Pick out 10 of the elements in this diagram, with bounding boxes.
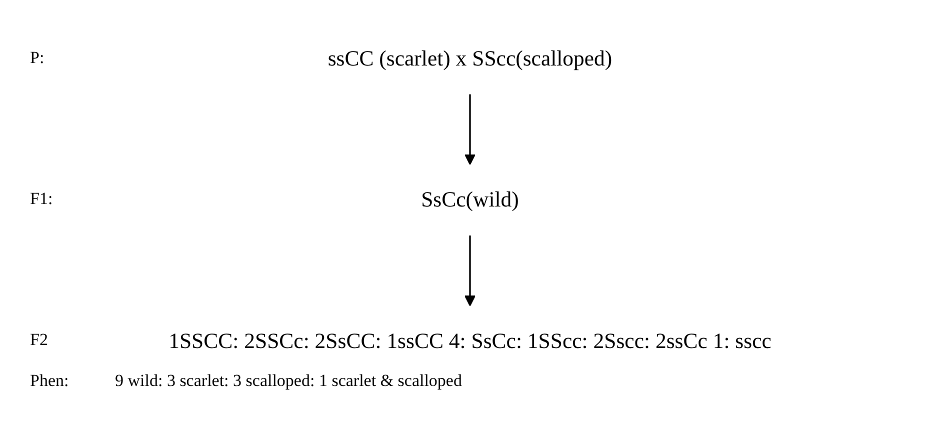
arrow — [464, 235, 476, 306]
phenotype-ratio: 9 wild: 3 scarlet: 3 scalloped: 1 scarlet & scalloped — [115, 371, 462, 392]
generation-label: F1: — [30, 189, 53, 209]
node-text: SsCc(wild) — [421, 188, 519, 212]
node-text: 1SSCC: 2SSCc: 2SsCC: 1ssCC 4: SsCc: 1SScc: 2Sscc: 2ssCc 1: sscc — [168, 328, 772, 354]
node-text: ssCC (scarlet) x SScc(scalloped) — [328, 46, 612, 71]
row-label: Phen: — [30, 371, 69, 392]
generation-label: P: — [30, 48, 44, 68]
generation-label: F2 — [30, 330, 48, 350]
arrow — [464, 94, 476, 166]
